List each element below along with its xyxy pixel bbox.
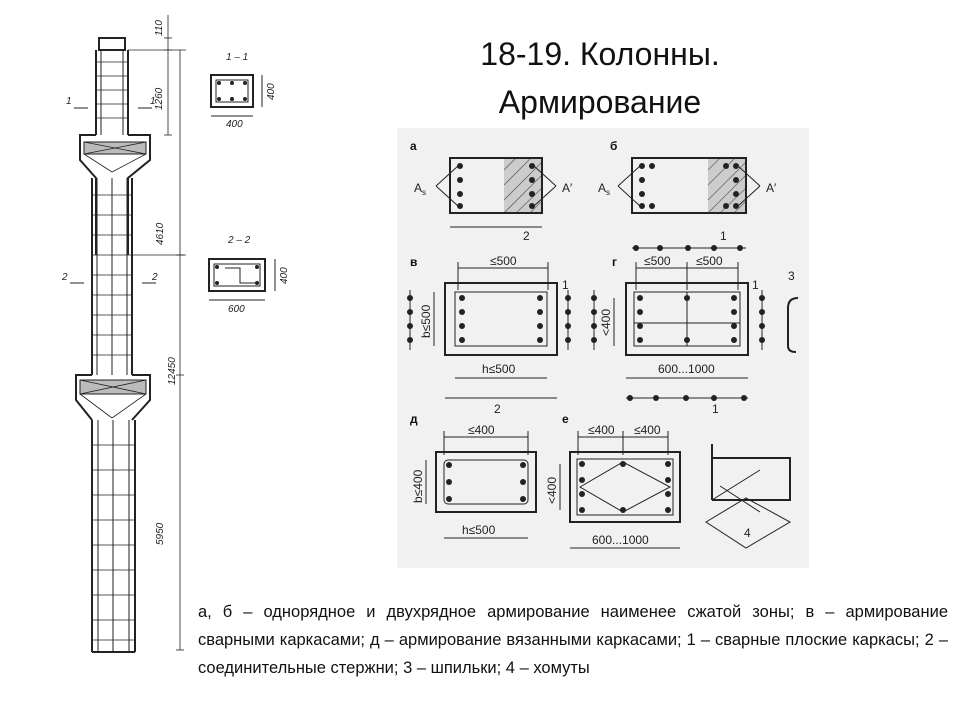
svg-text:As: As xyxy=(414,181,426,197)
section-1-width: 400 xyxy=(226,119,243,130)
scheme-label-g: г xyxy=(612,255,617,269)
section-1-height: 400 xyxy=(266,83,277,100)
dim-5950: 5950 xyxy=(155,522,166,545)
scheme-label-d: д xyxy=(410,412,418,426)
dim-le500-v: ≤500 xyxy=(490,254,517,268)
scheme-g: г ≤500 ≤500 1 3 <400 600...1000 1 xyxy=(591,254,799,416)
section-2-title: 2 – 2 xyxy=(227,235,251,246)
dim-4610: 4610 xyxy=(155,222,166,245)
section-2-2: 2 – 2 600 400 xyxy=(208,235,290,315)
section-mark-1b: 1 xyxy=(150,96,156,107)
scheme-label-e: е xyxy=(562,412,569,426)
scheme-b: б As A′ 1 xyxy=(598,139,777,251)
num2-v: 2 xyxy=(494,402,501,416)
section-2-height: 400 xyxy=(279,267,290,284)
column-elevation: 1 1 2 2 110 1260 4610 12450 5950 xyxy=(61,15,186,653)
dim-le400-e2: ≤400 xyxy=(634,423,661,437)
title-line-1: 18-19. Колонны. xyxy=(480,36,720,72)
dim-h-le500-d: h≤500 xyxy=(462,523,496,537)
dim-range-e: 600...1000 xyxy=(592,533,649,547)
title-line-2: Армирование xyxy=(498,84,702,120)
dim-h-le500-v: h≤500 xyxy=(482,362,516,376)
dim-lt400-g: <400 xyxy=(599,309,613,336)
num1-g-bottom: 1 xyxy=(712,402,719,416)
dim-range-g: 600...1000 xyxy=(658,362,715,376)
num4-detail: 4 xyxy=(744,526,751,540)
scheme-label-b: б xyxy=(610,139,617,153)
svg-text:As: As xyxy=(598,181,610,197)
as-prime-a: A′ xyxy=(562,181,573,195)
dim-110: 110 xyxy=(154,20,165,36)
num3-g: 3 xyxy=(788,269,795,283)
num1-g: 1 xyxy=(752,278,759,292)
as-label-a: A xyxy=(414,181,422,195)
dim-b-le400-d: b≤400 xyxy=(411,469,425,503)
dim-le400-e1: ≤400 xyxy=(588,423,615,437)
section-mark-2b: 2 xyxy=(151,272,158,283)
dim-1260: 1260 xyxy=(154,87,165,110)
dim-b-le500-v: b≤500 xyxy=(419,304,433,338)
dim-lt400-e: <400 xyxy=(545,477,559,504)
stirrup-detail: 4 xyxy=(705,444,792,549)
section-1-1: 1 – 1 400 400 xyxy=(210,52,277,130)
scheme-v: в ≤500 1 b≤500 h≤500 2 xyxy=(407,254,571,416)
as-prime-b: A′ xyxy=(766,181,777,195)
as-label-b: A xyxy=(598,181,606,195)
scheme-label-v: в xyxy=(410,255,417,269)
num1-v: 1 xyxy=(562,278,569,292)
dim-le500-g1: ≤500 xyxy=(644,254,671,268)
page-title: 18-19. Колонны. Армирование xyxy=(430,30,770,126)
section-mark-2a: 2 xyxy=(61,272,68,283)
dim-le400-d: ≤400 xyxy=(468,423,495,437)
scheme-d: д ≤400 b≤400 h≤500 xyxy=(410,412,537,539)
as-sub-b: s xyxy=(606,188,610,197)
section-1-title: 1 – 1 xyxy=(226,52,248,63)
as-sub-a: s xyxy=(422,188,426,197)
num1-b: 1 xyxy=(720,229,727,243)
scheme-a: а As A′ 2 xyxy=(410,139,573,243)
scheme-e: е ≤400 ≤400 <400 600...1000 xyxy=(545,412,681,549)
dim-12450: 12450 xyxy=(167,357,178,385)
section-mark-1a: 1 xyxy=(66,96,72,107)
scheme-label-a: а xyxy=(410,139,417,153)
figure-caption: а, б – однорядное и двухрядное армирован… xyxy=(198,603,948,677)
dim-le500-g2: ≤500 xyxy=(696,254,723,268)
section-2-width: 600 xyxy=(228,304,245,315)
num2-a: 2 xyxy=(523,229,530,243)
